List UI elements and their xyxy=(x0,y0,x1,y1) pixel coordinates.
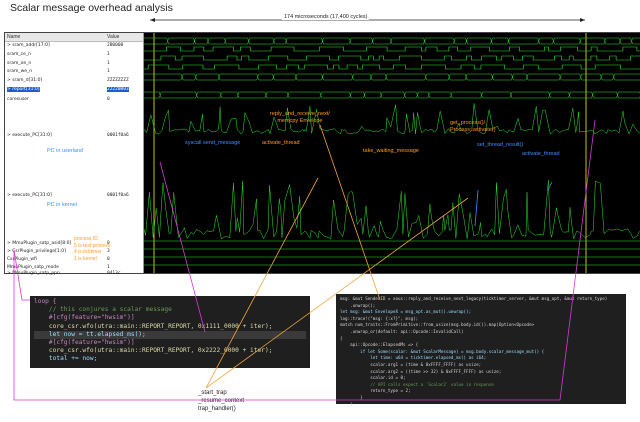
bus-trace xyxy=(144,91,640,99)
signal-name[interactable]: > report[31:0] xyxy=(7,87,40,92)
syscall-send-annotation: syscall send_message xyxy=(185,140,241,146)
signal-value: 0 xyxy=(107,97,110,102)
digital-trace xyxy=(144,46,640,52)
pc-user-label: PC in userland xyxy=(47,148,84,154)
reply-receive-annotation: reply_and_receive_next/ memcpy Envelope xyxy=(270,111,330,124)
pc-kernel-trace xyxy=(143,180,640,240)
trap-label: _resume_context xyxy=(198,398,245,404)
signal-name[interactable]: coresuser xyxy=(7,97,29,102)
code-line: msg: &mut SenderID = xous::reply_and_rec… xyxy=(340,296,608,301)
signal-name[interactable]: sram_we_n xyxy=(7,69,33,74)
signal-name[interactable]: > sram_d[31:0] xyxy=(7,78,43,83)
code-line: return_type = 2; xyxy=(340,388,411,394)
code-line: if let Some(scalar: &mut ScalarMessage) … xyxy=(340,348,545,354)
value-header: Value xyxy=(105,33,143,42)
span-label: 174 microseconds (17,400 cycles) xyxy=(282,14,370,20)
trap-label: trap_handler() xyxy=(198,406,236,412)
code-line: scalar.arg2 = ((time >> 32) & 0xFFFF_FFF… xyxy=(340,368,502,374)
signal-name[interactable]: MmuPlugin_satp_mode xyxy=(7,265,59,270)
code-line: } xyxy=(340,401,353,407)
signal-value: 2B0000 xyxy=(107,43,124,48)
signal-name[interactable]: > CsrPlugin_privilege[1:0] xyxy=(7,249,66,254)
activate-thread-2-annotation: activate_thread xyxy=(522,151,560,157)
code-line: total += now; xyxy=(34,355,98,363)
signal-value: 1 xyxy=(107,69,110,74)
signal-name[interactable]: > execute_PC[31:0] xyxy=(7,133,52,138)
code-line: let time: u64 = ticktimer.elapsed_ms() a… xyxy=(340,355,487,361)
activate-thread-annotation: activate_thread xyxy=(262,140,300,146)
digital-trace xyxy=(144,64,640,70)
legend-line: 1 is kernel xyxy=(74,255,97,262)
code-line: let now = tt.elapsed_ms(); xyxy=(34,330,306,340)
signal-name[interactable]: CsrPlugin_wfi xyxy=(7,257,37,262)
signal-value: 1 xyxy=(107,265,110,270)
signal-name[interactable]: > MmuPlugin_satp_asid[8:0] xyxy=(7,241,72,246)
code-line: #[cfg(feature="hwsim")] xyxy=(34,339,135,347)
take-waiting-annotation: take_waiting_message xyxy=(363,148,419,154)
code-line: { xyxy=(340,335,343,341)
signal-name[interactable]: > execute_PC[31:0] xyxy=(7,193,52,198)
code-line: loop { xyxy=(34,298,57,305)
pc-kernel-label: PC in kernel xyxy=(47,202,77,208)
page-title: Scalar message overhead analysis xyxy=(10,2,173,14)
code-line: .unwrap(); xyxy=(340,302,376,308)
get-process-annotation: get_process()/ Process::activate() xyxy=(450,120,496,133)
user-code-panel: loop { // this conjures a scalar message… xyxy=(30,296,310,368)
signal-value: ZZZZZZZZ xyxy=(107,78,129,83)
span-arrow xyxy=(150,18,585,22)
bus-trace xyxy=(144,73,640,81)
code-line: // this conjures a scalar message xyxy=(34,306,172,314)
signal-name[interactable]: > sram_addr[17:0] xyxy=(7,43,50,48)
bus-trace xyxy=(144,37,640,45)
code-line: #[cfg(feature="hwsim")] xyxy=(34,314,135,322)
server-code-panel: msg: &mut SenderID = xous::reply_and_rec… xyxy=(336,294,626,407)
code-line: match num_traits::FromPrimitive::from_us… xyxy=(340,322,535,328)
trap-label: _start_trap xyxy=(198,390,227,396)
set-thread-result-annotation: set_thread_result() xyxy=(477,142,524,148)
code-line: let msg: &mut EnvelopeX = msg_opt.as_mut… xyxy=(340,309,472,315)
pc-user-trace xyxy=(143,103,640,135)
code-line: core_csr.wfo(utra::main::REPORT_REPORT, … xyxy=(34,347,273,355)
signal-name[interactable]: > MmuPlugin_satp_ppn xyxy=(7,271,60,276)
code-line: core_csr.wfo(utra::main::REPORT_REPORT, … xyxy=(34,322,273,330)
code-line: scalar.id = 0; xyxy=(340,375,406,381)
code-line: api::Opcode::ElapsedMs => { xyxy=(340,342,419,348)
signal-value: 0413c xyxy=(107,271,121,276)
name-header: Name xyxy=(5,33,105,42)
signal-value: 0001f0a6 xyxy=(107,193,129,198)
code-line: // API calls expect a `Scalar2` value in… xyxy=(340,381,494,387)
signal-value: 22220003 xyxy=(107,87,129,92)
signal-name[interactable]: sram_oe_n xyxy=(7,61,32,66)
code-line: scalar.arg1 = (time & 0xFFFF_FFFF) as us… xyxy=(340,361,482,367)
signal-value: 1 xyxy=(107,52,110,57)
code-line: .unwrap_or(default: api::Opcode::Invalid… xyxy=(340,328,464,334)
signal-name[interactable]: sram_ce_n xyxy=(7,52,31,57)
digital-trace xyxy=(144,55,640,61)
signal-value: 0001f0a6 xyxy=(107,133,129,138)
code-line: } xyxy=(340,394,363,400)
signal-value: 1 xyxy=(107,61,110,66)
code-line: log::trace!("msg: {:x?}", msg); xyxy=(340,315,419,321)
trap-labels: _start_trap _resume_context trap_handler… xyxy=(198,389,244,413)
